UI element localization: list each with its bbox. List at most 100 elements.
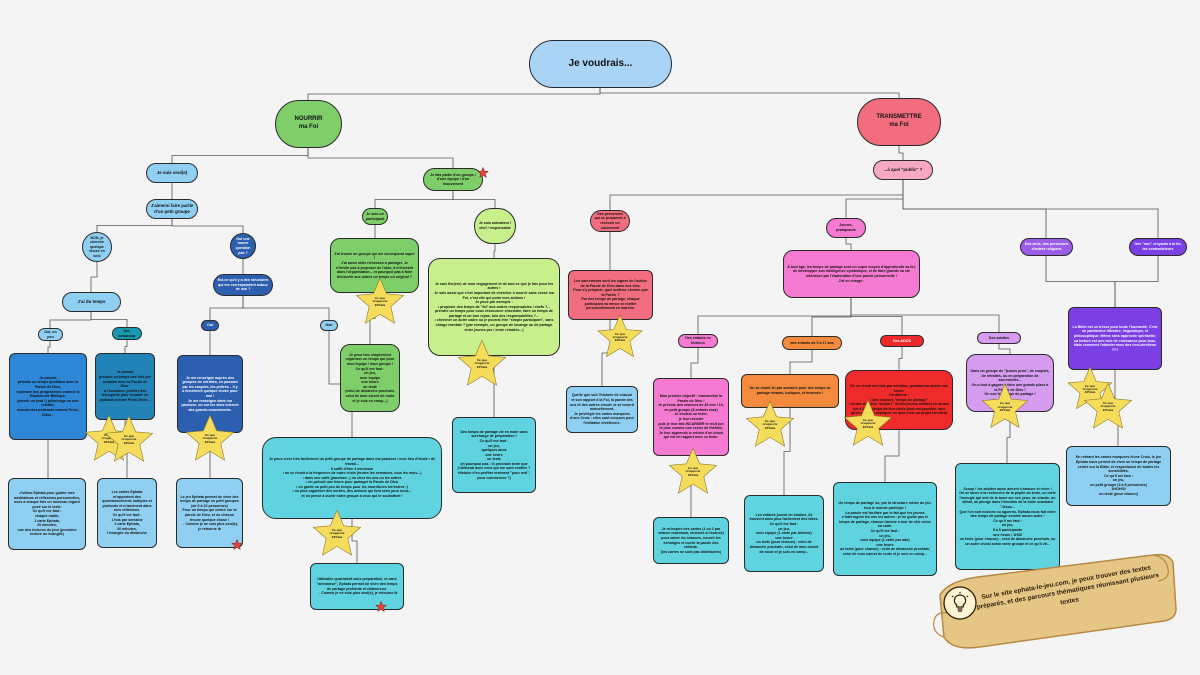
solo-peu-box[interactable]: Je prends prendre un temps quotidien ave… bbox=[9, 353, 87, 440]
preparation-detail-box[interactable]: Quelle que soit l'histoire de chacun et … bbox=[566, 386, 638, 433]
connector-line bbox=[783, 408, 791, 495]
connector-line bbox=[90, 262, 98, 292]
connector-line bbox=[493, 244, 496, 258]
connector-line bbox=[171, 219, 244, 233]
jeunes-box[interactable]: À tout âge, les temps de partage sont un… bbox=[783, 250, 920, 298]
creer-box[interactable]: Je peux créer très facilement un petit g… bbox=[262, 437, 442, 519]
non-cherche-node-label: NON, je cherche quelque chose en solo bbox=[89, 235, 105, 258]
animateur-node[interactable]: Je suis animateur / chef / responsable bbox=[474, 208, 516, 244]
connector-line bbox=[452, 191, 496, 208]
connector-line bbox=[789, 350, 813, 374]
structures-node[interactable]: Est-ce qu'il y a des structures qui me c… bbox=[213, 274, 273, 296]
ados-detail-text: Les enfants jouent en binôme, ils trouve… bbox=[749, 512, 819, 554]
public-jeunes-label: Jeunes, pratiquants bbox=[836, 223, 856, 232]
participant-box[interactable]: J'ai trouvé un groupe qui me correspond … bbox=[330, 238, 419, 293]
participant-node-label: Je suis un participant bbox=[365, 211, 385, 221]
temps-node[interactable]: J'ai du temps bbox=[62, 292, 121, 312]
star-badge-label: Ce que m'apporte EPhata bbox=[685, 466, 701, 477]
enfants-box[interactable]: Mon premier objectif : transmettre la Pa… bbox=[653, 378, 729, 456]
solo-beaucoup-detail-box[interactable]: Les cartes Ephata m'apportent des questi… bbox=[97, 478, 157, 548]
beaucoup-node[interactable]: Oui, beaucoup bbox=[112, 327, 142, 340]
ados-jeunes-node[interactable]: Des ADOS bbox=[880, 335, 924, 347]
structures-node-label: Est-ce qu'il y a des structures qui me c… bbox=[217, 278, 269, 292]
star-badge: Ce que m'apporte EPhata bbox=[841, 398, 895, 452]
connector-line bbox=[998, 344, 1011, 354]
adultes-detail-box[interactable]: Scoop ! les adultes aussi aiment s'amuse… bbox=[955, 463, 1060, 570]
star-badge: Ce que m'apporte EPhata bbox=[353, 276, 407, 330]
adultes-node[interactable]: Des adultes bbox=[977, 332, 1021, 344]
seul-node[interactable]: Je suis seul(e) bbox=[146, 163, 198, 183]
aimerais-groupe-node-label: J'aimerai faire partie d'un petit groupe bbox=[150, 203, 194, 214]
oui-question-node[interactable]: Oui une bonne question pas ? bbox=[230, 233, 256, 259]
animateur-detail-box[interactable]: Des temps de partage clé en main sans su… bbox=[452, 417, 536, 493]
ados-node[interactable]: des enfants de 9 à 17 ans bbox=[782, 336, 842, 350]
groupe-partie-node-label: Je fais partie d'un groupe / d'une équip… bbox=[430, 172, 476, 186]
root-node[interactable]: Je voudrais... bbox=[529, 40, 672, 88]
enfants-node[interactable]: Des enfants en lecteurs bbox=[678, 334, 718, 348]
transmettre-node[interactable]: TRANSMETTRE ma Foi bbox=[857, 98, 941, 146]
public-preparation-node[interactable]: Des personnes qui se préparent à recevoi… bbox=[590, 210, 630, 232]
oui-peu-node-label: Oui, un peu bbox=[44, 329, 57, 339]
animateur-box[interactable]: Je suis fier(ère) de mon engagement et d… bbox=[428, 258, 560, 356]
rejoindre-detail-box[interactable]: Le jeu Ephata permet de vivre des temps … bbox=[176, 478, 243, 548]
enfants-text: Mon premier objectif : transmettre la Pa… bbox=[658, 394, 724, 440]
ephata-scroll-banner: Sur le site ephata-le-jeu.com, je peux t… bbox=[918, 551, 1180, 653]
connector-line bbox=[307, 148, 454, 168]
creer-detail-box[interactable]: Utilisable quasiment sans préparation, e… bbox=[310, 563, 404, 610]
connector-line bbox=[307, 88, 601, 100]
red-star-icon bbox=[231, 538, 243, 556]
solo-peu-detail-box[interactable]: J'utilise Ephata pour guider mes méditat… bbox=[8, 478, 86, 550]
connector-line bbox=[697, 298, 852, 334]
nourrir-node[interactable]: NOURRIR ma Foi bbox=[275, 100, 342, 148]
preparation-detail-text: Quelle que soit l'histoire de chacun et … bbox=[570, 393, 634, 425]
connector-line bbox=[1006, 412, 1011, 463]
star-icon bbox=[745, 400, 795, 447]
connector-line bbox=[599, 88, 900, 98]
oui-peu-node[interactable]: Oui, un peu bbox=[38, 328, 63, 341]
connector-line bbox=[1114, 256, 1159, 307]
non-structures-node[interactable]: Non bbox=[320, 320, 338, 331]
star-badge: Ce que m'apporte EPhata bbox=[310, 508, 364, 562]
participant-node[interactable]: Je suis un participant bbox=[362, 208, 388, 225]
non-cherche-node[interactable]: NON, je cherche quelque chose en solo bbox=[82, 232, 112, 262]
connector-line bbox=[374, 191, 454, 208]
rejoindre-detail-text: Le jeu Ephata permet de vivre des temps … bbox=[180, 494, 239, 531]
star-badge-label: Ce que m'apporte EPhata bbox=[1082, 383, 1098, 395]
connector-line bbox=[47, 341, 51, 353]
oui-structures-node[interactable]: Oui bbox=[201, 320, 219, 331]
star-badge: Ce que m'apporte EPhata bbox=[979, 382, 1031, 434]
ados-detail-box[interactable]: Les enfants jouent en binôme, ils trouve… bbox=[744, 495, 824, 572]
bible-detail-box[interactable]: En retirant les cartes marquées d'une Cr… bbox=[1066, 446, 1171, 506]
participant-detail-box[interactable]: Je peux très simplement organiser un tem… bbox=[340, 344, 400, 412]
connector-line bbox=[49, 312, 92, 328]
connector-line bbox=[811, 298, 852, 336]
connector-line bbox=[845, 180, 904, 218]
animateur-text: Je suis fier(ère) de mon engagement et d… bbox=[434, 281, 554, 332]
public-jeunes-node[interactable]: Jeunes, pratiquants bbox=[826, 218, 866, 238]
connector-line bbox=[1045, 256, 1116, 307]
animateur-node-label: Je suis animateur / chef / responsable bbox=[478, 221, 512, 230]
star-badge-label: Ce que m'apporte EPhata bbox=[762, 419, 778, 430]
star-badge-label: Ce que m'apporte EPhata bbox=[121, 434, 137, 445]
public-chretiens-node[interactable]: Des "non" croyants à la foi, les contrad… bbox=[1129, 238, 1187, 256]
preparation-box[interactable]: Les sacrements sont les signes de l'acti… bbox=[568, 270, 653, 320]
bible-box[interactable]: La Bible est un trésor pour toute l'huma… bbox=[1068, 307, 1162, 370]
oui-structures-label: Oui bbox=[207, 323, 213, 328]
public-nonreligieux-node[interactable]: Des amis, des personnes d'autres religio… bbox=[1020, 238, 1073, 256]
beaucoup-node-label: Oui, beaucoup bbox=[118, 328, 136, 338]
ados-jeunes-detail-box[interactable]: Un temps de partage où, par la structure… bbox=[833, 482, 937, 576]
star-badge: Ce que m'apporte EPhata bbox=[666, 446, 720, 500]
root-node-label: Je voudrais... bbox=[568, 57, 633, 69]
public-node[interactable]: ...à quel "public" ? bbox=[873, 160, 933, 180]
star-badge-label: Ce que m'apporte EPhata bbox=[612, 331, 628, 343]
non-structures-label: Non bbox=[325, 323, 333, 328]
connector-line bbox=[96, 219, 173, 232]
solo-beaucoup-box[interactable]: Je prends prendre un temps une fois par … bbox=[95, 353, 155, 420]
aimerais-groupe-node[interactable]: J'aimerai faire partie d'un petit groupe bbox=[146, 199, 198, 219]
star-badge: Ce que m'apporte EPhata bbox=[595, 313, 645, 363]
groupe-partie-node[interactable]: Je fais partie d'un groupe / d'une équip… bbox=[423, 168, 483, 191]
oui-question-node-label: Oui une bonne question pas ? bbox=[235, 236, 251, 255]
enfants-detail-box[interactable]: Je m'inspire des cartes (1 ou 2 par séan… bbox=[653, 517, 729, 564]
ados-box[interactable]: On se réunit 1h par semaine pour des tem… bbox=[741, 374, 839, 408]
